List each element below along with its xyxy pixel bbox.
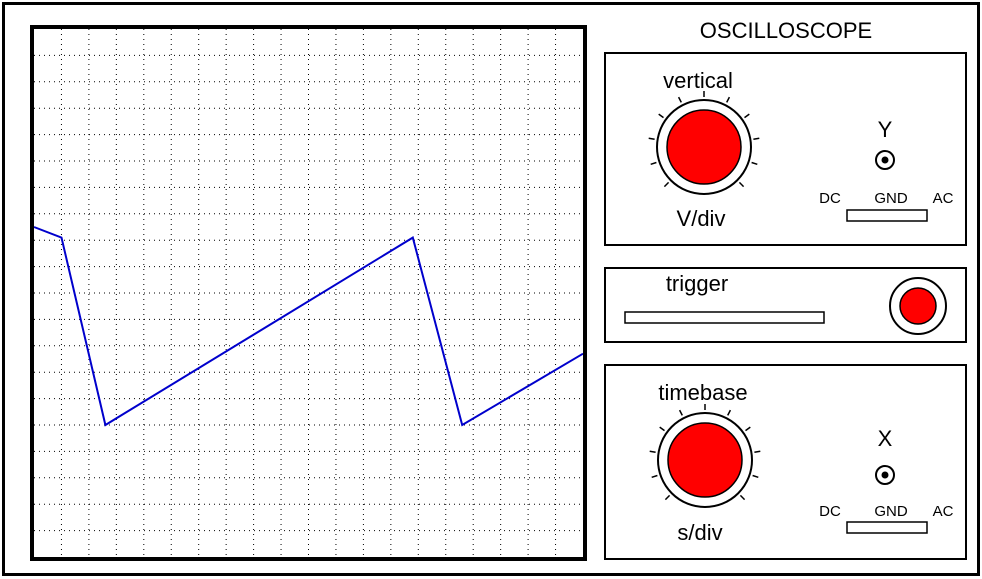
trigger-box (604, 267, 967, 343)
x-coupling-ac: AC (933, 503, 954, 520)
x-coupling-gnd: GND (874, 503, 908, 520)
y-coupling-dc: DC (819, 190, 841, 207)
vertical-knob-ticks (648, 91, 760, 188)
y-coupling-ac: AC (933, 190, 954, 207)
timebase-box (604, 364, 967, 560)
x-input-jack-icon[interactable] (875, 465, 895, 485)
knob-tick (663, 181, 670, 188)
panel-title: OSCILLOSCOPE (700, 18, 872, 43)
knob-tick (739, 494, 746, 501)
waveform-trace (33, 226, 584, 427)
knob-tick (727, 409, 732, 416)
knob-tick (658, 113, 664, 119)
screen (30, 25, 587, 561)
y-input-label: Y (878, 117, 893, 142)
knob-tick (650, 161, 657, 166)
timebase-section: timebase s/div X DC GND AC (604, 364, 967, 560)
knob-tick (648, 137, 655, 140)
knob-tick (754, 450, 761, 453)
knob-tick (751, 161, 758, 166)
knob-tick (752, 474, 759, 479)
knob-tick (738, 181, 745, 188)
vertical-section: vertical V/div Y DC GND AC (604, 52, 967, 246)
timebase-knob-ticks (649, 404, 761, 501)
knob-tick (664, 494, 671, 501)
vertical-unit-label: V/div (677, 206, 726, 231)
x-coupling-switch[interactable] (846, 521, 928, 534)
knob-tick (677, 96, 682, 103)
knob-tick (651, 474, 658, 479)
trigger-section: trigger (604, 267, 967, 343)
knob-tick (659, 426, 665, 432)
knob-tick (678, 409, 683, 416)
vertical-knob[interactable] (666, 109, 742, 185)
vertical-label: vertical (663, 68, 733, 93)
screen-grid (34, 29, 583, 557)
trigger-knob[interactable] (899, 287, 937, 325)
timebase-label: timebase (658, 380, 747, 405)
screen-border (30, 25, 587, 561)
y-coupling-switch[interactable] (846, 209, 928, 222)
y-coupling-gnd: GND (874, 190, 908, 207)
trigger-label: trigger (666, 271, 728, 296)
knob-tick (744, 113, 750, 119)
trigger-level-slider[interactable] (624, 311, 825, 324)
timebase-knob[interactable] (667, 422, 743, 498)
y-input-jack-icon[interactable] (875, 150, 895, 170)
knob-tick (745, 426, 751, 432)
timebase-unit-label: s/div (677, 520, 722, 545)
vertical-box (604, 52, 967, 246)
knob-tick (649, 450, 656, 453)
x-input-label: X (878, 426, 893, 451)
knob-tick (753, 137, 760, 140)
knob-tick (726, 96, 731, 103)
x-coupling-dc: DC (819, 503, 841, 520)
